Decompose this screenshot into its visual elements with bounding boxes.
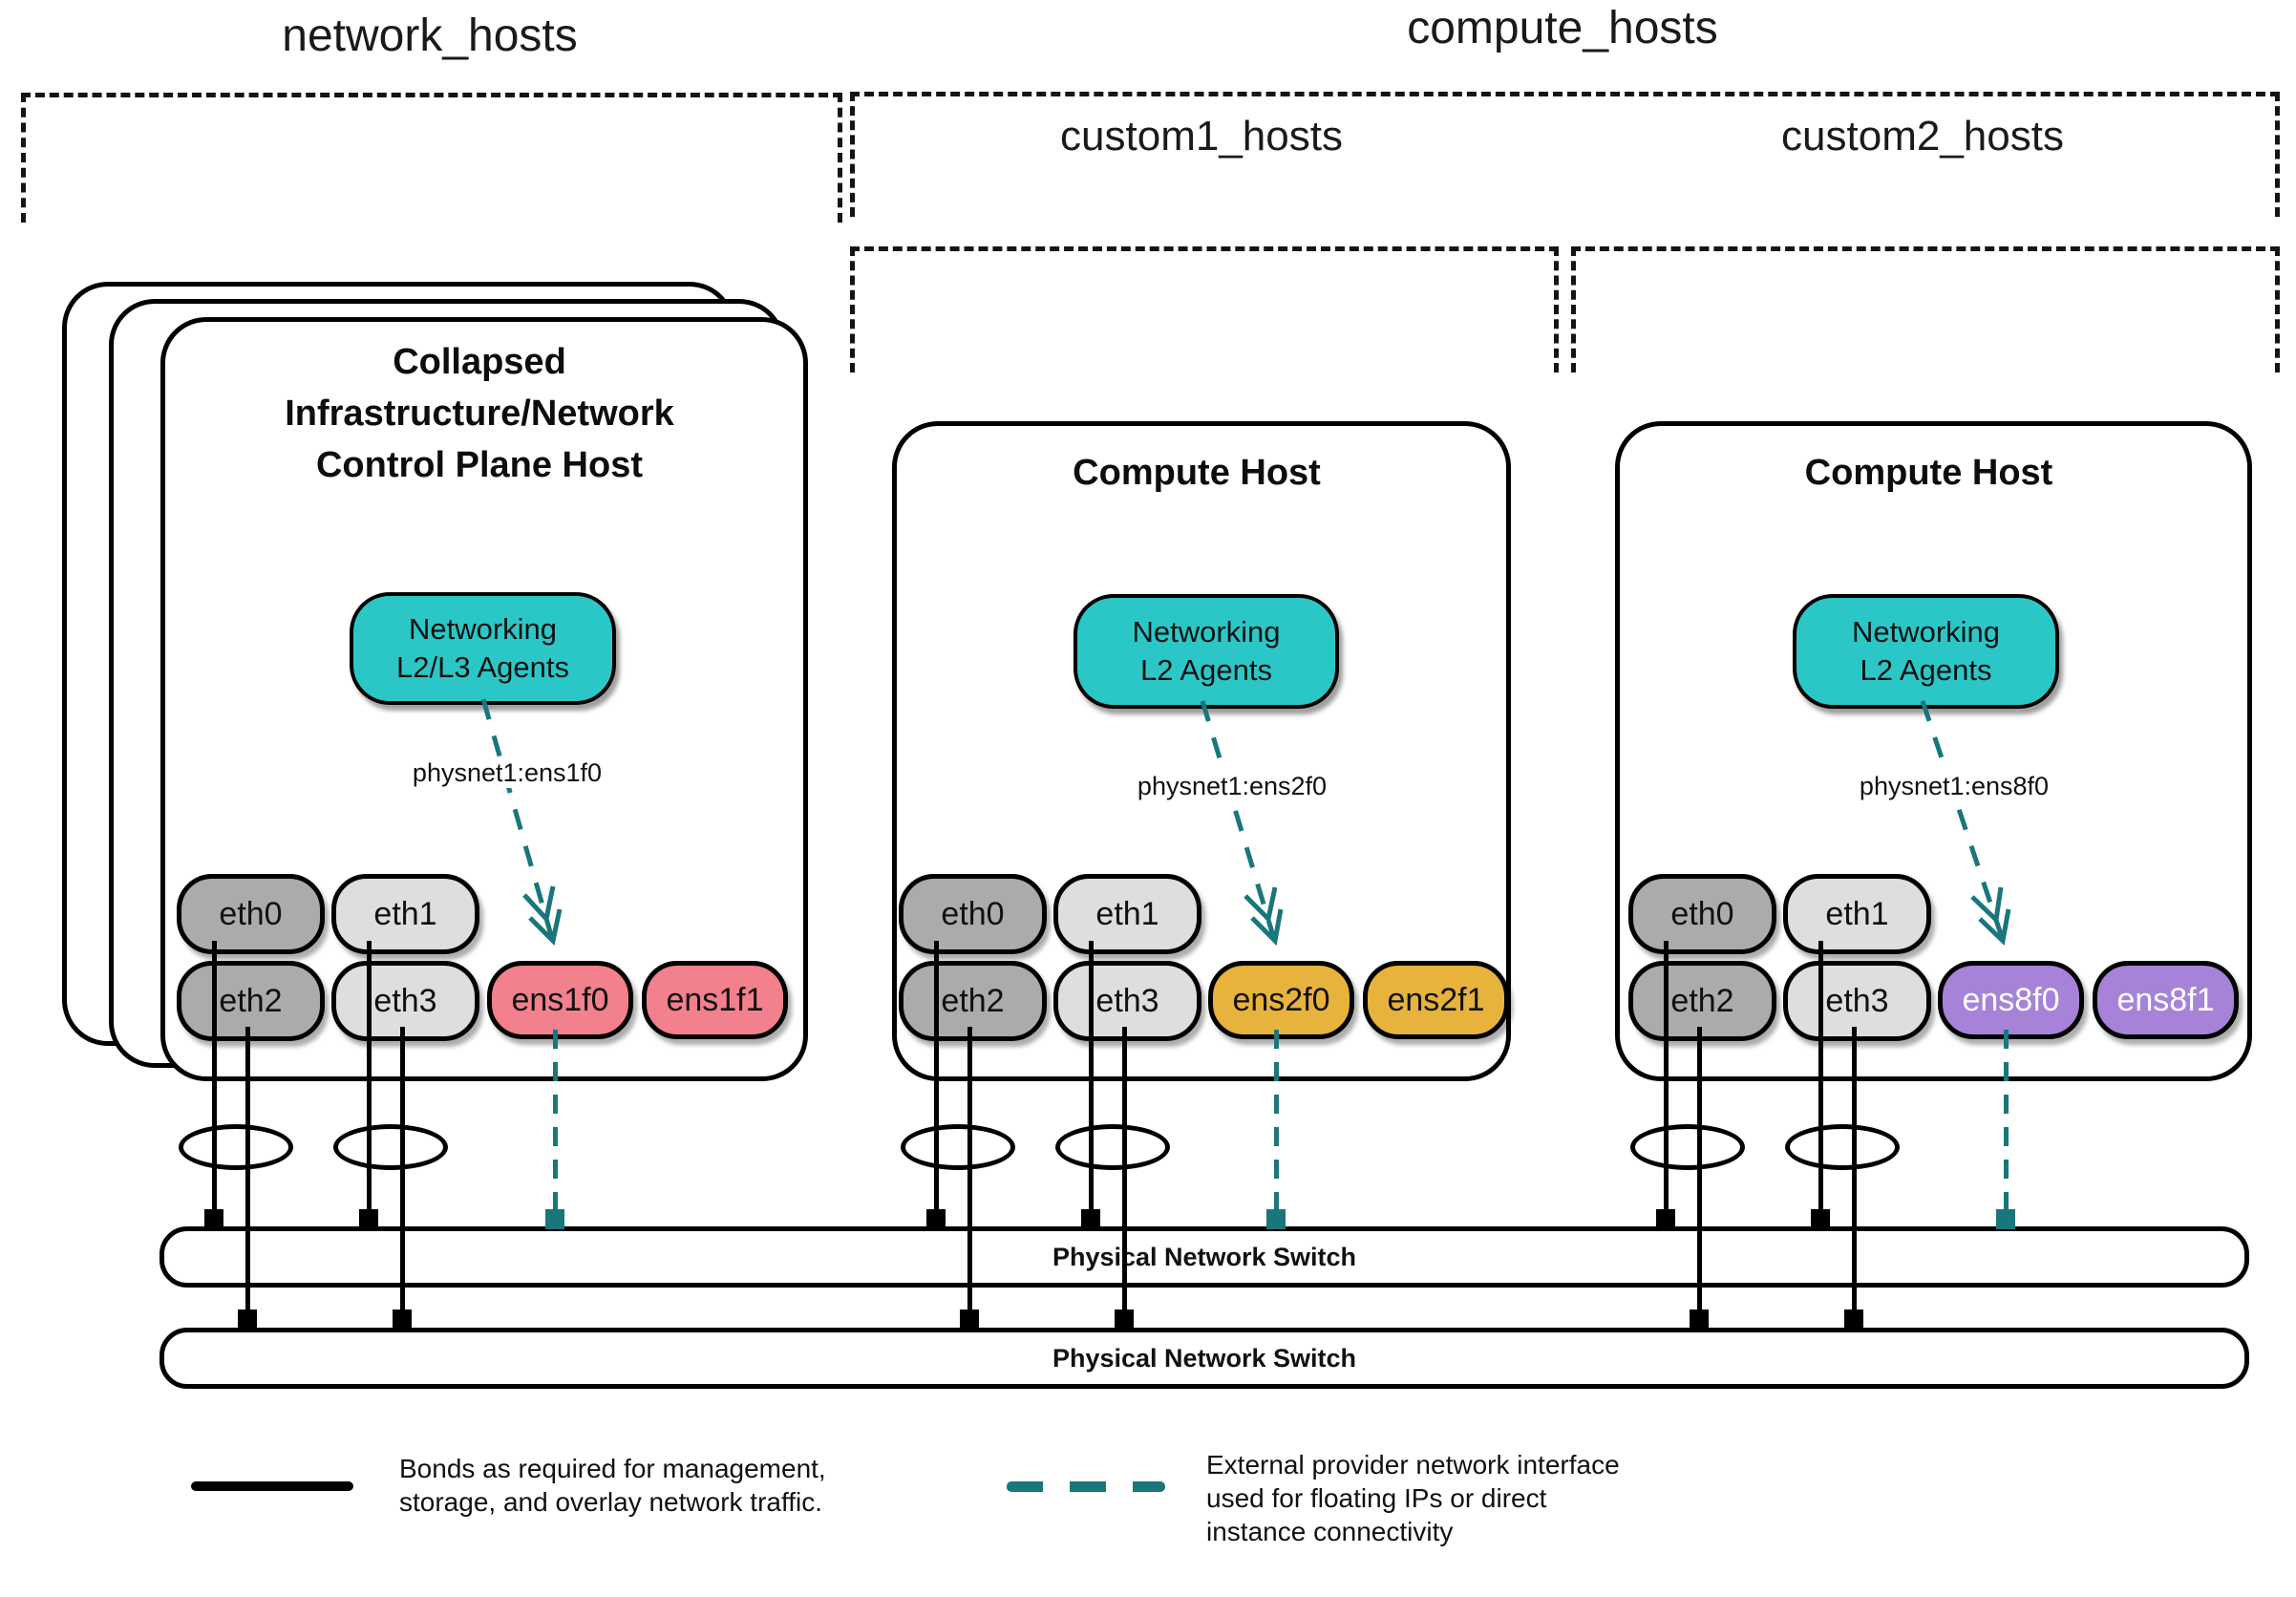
nic-eth0-host0: eth0 [177, 874, 325, 954]
bond-ellipse [1055, 1124, 1170, 1170]
nic-eth2-host2: eth2 [1628, 961, 1776, 1041]
l2-agents-pill-host2: Networking L2 Agents [1793, 594, 2059, 709]
bond-wire [934, 941, 939, 1227]
physnet-label-host1: physnet1:ens2f0 [1098, 772, 1366, 801]
bond-ellipse [333, 1124, 448, 1170]
compute-host-1-title: Compute Host [1073, 453, 1321, 493]
nic-eth3-host2: eth3 [1783, 961, 1931, 1041]
custom1-hosts-bracket [850, 246, 1559, 373]
external-net-arrow-host0 [480, 698, 563, 949]
nic-ens8f0-host2: ens8f0 [1938, 961, 2084, 1039]
nic-eth3-host1: eth3 [1053, 961, 1201, 1041]
switch2-port [960, 1310, 979, 1330]
bond-ellipse [179, 1124, 293, 1170]
switch2-port [1115, 1310, 1134, 1330]
control-plane-host-title: Collapsed Infrastructure/Network Control… [285, 342, 674, 485]
switch2-port [238, 1310, 257, 1330]
compute-host-2-title: Compute Host [1804, 453, 2053, 493]
bond-wire [1852, 1027, 1857, 1329]
nic-ens2f0-host1: ens2f0 [1208, 961, 1354, 1039]
bond-ellipse [901, 1124, 1015, 1170]
compute-hosts-bracket [850, 92, 2280, 217]
switch1-port [1656, 1209, 1675, 1229]
nic-eth0-host1: eth0 [899, 874, 1047, 954]
legend-bond-swatch [191, 1481, 353, 1491]
physical-switch-1-label: Physical Network Switch [1052, 1242, 1357, 1271]
nic-eth0-host2: eth0 [1628, 874, 1776, 954]
bond-wire [212, 941, 217, 1227]
nic-ens1f1-host0: ens1f1 [642, 961, 788, 1039]
external-net-arrow-host1 [1200, 700, 1284, 949]
switch1-external-port [1266, 1209, 1286, 1229]
nic-ens2f1-host1: ens2f1 [1363, 961, 1509, 1039]
legend-external-text: External provider network interface used… [1206, 1450, 1620, 1546]
bond-wire [400, 1027, 405, 1329]
custom1-hosts-label: custom1_hosts [1060, 113, 1343, 160]
bond-wire [967, 1027, 972, 1329]
physnet-label-host0: physnet1:ens1f0 [373, 758, 641, 788]
compute-hosts-label: compute_hosts [1407, 3, 1718, 53]
bond-ellipse [1785, 1124, 1900, 1170]
legend-bond-text: Bonds as required for management, storag… [399, 1454, 826, 1517]
nic-eth1-host1: eth1 [1053, 874, 1201, 954]
physical-switch-2-label: Physical Network Switch [1052, 1343, 1357, 1373]
nic-eth1-host0: eth1 [331, 874, 479, 954]
l2-agents-pill-host1: Networking L2 Agents [1074, 594, 1339, 709]
nic-ens8f1-host2: ens8f1 [2093, 961, 2239, 1039]
bond-wire [1089, 941, 1094, 1227]
physical-switch-1: Physical Network Switch [159, 1226, 2249, 1288]
nic-eth2-host0: eth2 [177, 961, 325, 1041]
nic-ens1f0-host0: ens1f0 [487, 961, 633, 1039]
network-hosts-label: network_hosts [282, 11, 578, 61]
switch1-external-port [545, 1209, 564, 1229]
custom2-hosts-bracket [1571, 246, 2280, 373]
switch1-port [359, 1209, 378, 1229]
switch2-port [393, 1310, 412, 1330]
bond-wire [1818, 941, 1823, 1227]
switch2-port [1844, 1310, 1863, 1330]
bond-wire [367, 941, 372, 1227]
bond-wire [1697, 1027, 1702, 1329]
network-hosts-bracket [21, 93, 842, 223]
external-net-wire-host0 [553, 1030, 558, 1209]
switch2-port [1690, 1310, 1709, 1330]
switch1-port [1811, 1209, 1830, 1229]
switch1-port [1081, 1209, 1100, 1229]
bond-ellipse [1630, 1124, 1745, 1170]
nic-eth3-host0: eth3 [331, 961, 479, 1041]
bond-wire [245, 1027, 250, 1329]
external-net-arrow-host2 [1920, 700, 2011, 949]
external-net-wire-host2 [2004, 1030, 2009, 1209]
custom2-hosts-label: custom2_hosts [1781, 113, 2064, 160]
physical-switch-2: Physical Network Switch [159, 1328, 2249, 1389]
legend-external-swatch [1007, 1481, 1165, 1492]
switch1-external-port [1996, 1209, 2015, 1229]
external-net-wire-host1 [1274, 1030, 1279, 1209]
physnet-label-host2: physnet1:ens8f0 [1820, 772, 2088, 801]
bond-wire [1122, 1027, 1127, 1329]
switch1-port [926, 1209, 946, 1229]
switch1-port [204, 1209, 223, 1229]
bond-wire [1664, 941, 1669, 1227]
nic-eth1-host2: eth1 [1783, 874, 1931, 954]
nic-eth2-host1: eth2 [899, 961, 1047, 1041]
